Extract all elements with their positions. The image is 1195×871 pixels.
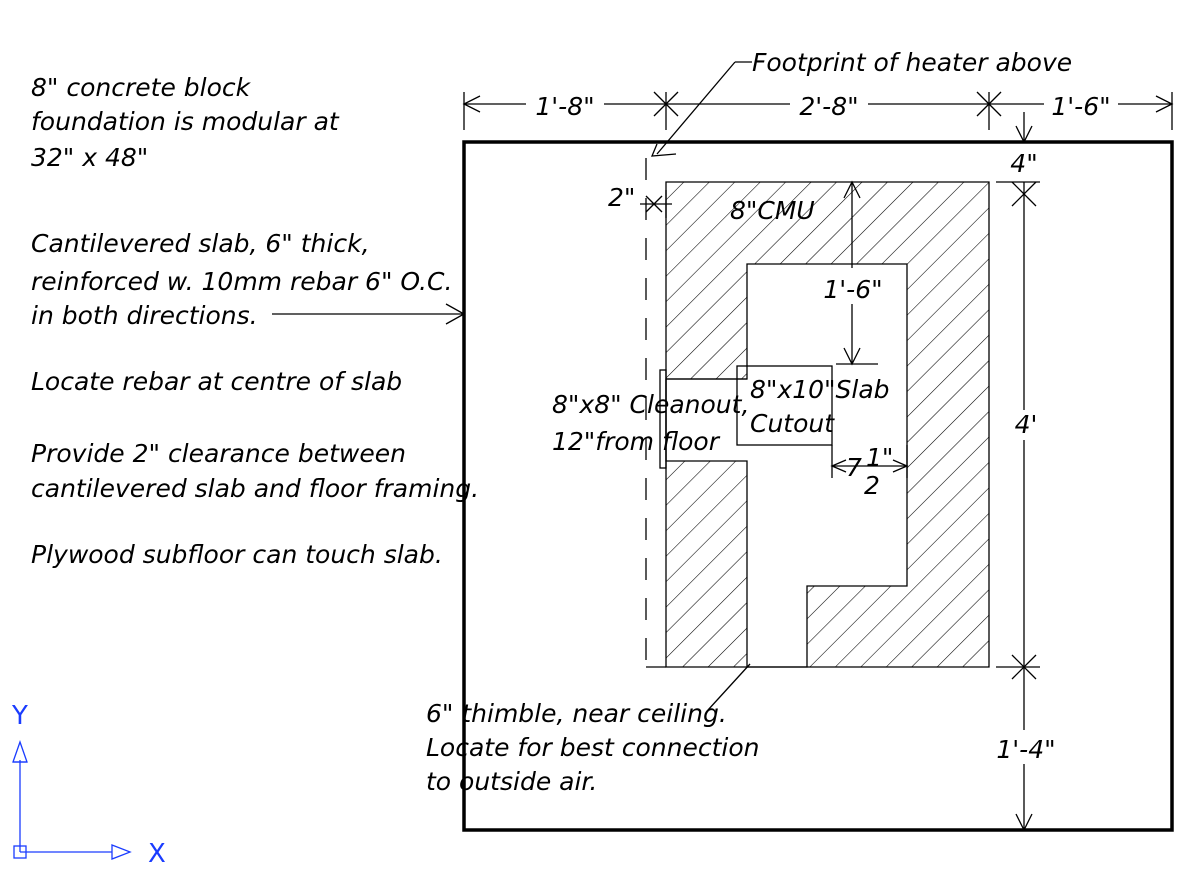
slab-outline xyxy=(462,140,1174,832)
dim-small-num: 7 xyxy=(846,453,862,482)
thimble-label-1: 6" thimble, near ceiling. xyxy=(426,699,727,728)
top-dimensions xyxy=(462,91,1174,130)
dim-left-width: 1'-8" xyxy=(535,92,594,121)
ucs-x-label: X xyxy=(148,839,166,869)
ucs-y-label: Y xyxy=(11,701,28,731)
dim-small-frac-top: 1" xyxy=(866,443,893,472)
cleanout-label-2: 12"from floor xyxy=(552,427,721,456)
footprint-label: Footprint of heater above xyxy=(752,48,1072,77)
note-foundation-3: 32" x 48" xyxy=(31,143,148,172)
dim-top-offset: 4" xyxy=(1010,149,1037,178)
note-subfloor: Plywood subfloor can touch slab. xyxy=(31,540,443,569)
note-rebar: Locate rebar at centre of slab xyxy=(31,367,402,396)
cleanout-label-1: 8"x8" Cleanout, xyxy=(552,390,749,419)
dim-height: 4' xyxy=(1015,410,1038,439)
note-foundation-1: 8" concrete block xyxy=(31,73,252,102)
slab-cutout-label-1: 8"x10"Slab xyxy=(750,375,890,404)
cmu-label: 8"CMU xyxy=(730,196,815,225)
ucs-icon xyxy=(12,740,132,860)
dim-inner-depth: 1'-6" xyxy=(823,275,882,304)
dim-side-gap: 2" xyxy=(608,183,635,212)
inner-depth-dimension xyxy=(836,180,878,366)
dim-right-width: 1'-6" xyxy=(1051,92,1110,121)
dim-bottom-offset: 1'-4" xyxy=(996,735,1055,764)
notes: 8" concrete block foundation is modular … xyxy=(31,73,479,569)
thimble-label-2: Locate for best connection xyxy=(426,733,760,762)
right-dimensions xyxy=(996,112,1040,832)
note-slab-3: in both directions. xyxy=(31,301,258,330)
small-dimension xyxy=(830,445,909,478)
note-slab-2: reinforced w. 10mm rebar 6" O.C. xyxy=(31,267,452,296)
thimble-leader xyxy=(707,663,751,711)
note-foundation-2: foundation is modular at xyxy=(31,107,340,136)
slab-cutout-label-2: Cutout xyxy=(750,409,835,438)
side-gap-dimension xyxy=(640,190,672,218)
thimble-label-3: to outside air. xyxy=(426,767,597,796)
slab-cutout xyxy=(736,365,833,446)
note-slab-1: Cantilevered slab, 6" thick, xyxy=(31,229,370,258)
dim-center-width: 2'-8" xyxy=(799,92,858,121)
note-clearance-1: Provide 2" clearance between xyxy=(31,439,406,468)
dim-small-frac-bottom: 2 xyxy=(864,471,880,500)
cleanout-plate xyxy=(659,369,667,469)
note-clearance-2: cantilevered slab and floor framing. xyxy=(31,474,479,503)
